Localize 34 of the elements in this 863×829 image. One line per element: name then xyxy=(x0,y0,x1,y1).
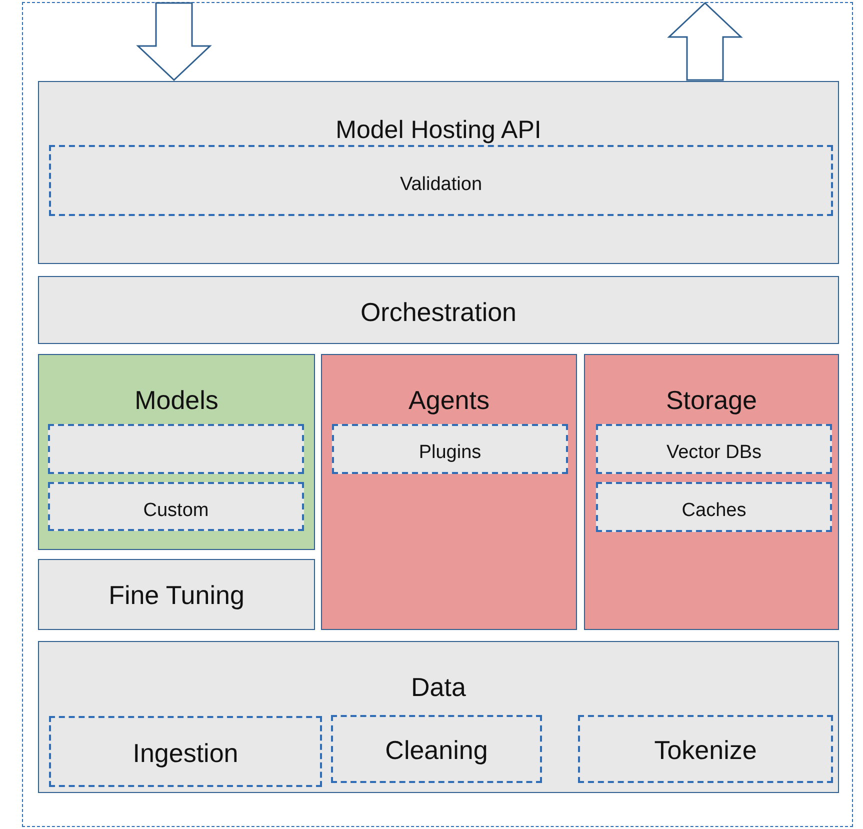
component-label: Tokenize xyxy=(654,735,757,765)
component-label: Validation xyxy=(400,173,482,196)
component-label: Custom xyxy=(143,499,209,522)
layer-panel xyxy=(38,276,839,344)
block-arrow xyxy=(136,2,212,82)
layer-panel xyxy=(38,559,315,630)
component-panel xyxy=(331,715,542,783)
outer-frame xyxy=(22,2,853,827)
component-panel xyxy=(596,482,832,532)
layer-panel xyxy=(321,354,577,630)
layer-panel xyxy=(38,641,839,793)
layer-title: Orchestration xyxy=(360,297,517,327)
component-panel xyxy=(49,716,322,787)
component-label: Vector DBs xyxy=(666,441,762,464)
component-panel xyxy=(48,482,304,531)
component-label: Caches xyxy=(682,499,746,522)
layer-title: Fine Tuning xyxy=(108,580,244,610)
component-panel xyxy=(332,424,568,474)
component-label: Plugins xyxy=(418,441,482,464)
layer-title: Storage xyxy=(666,385,758,415)
layer-title: Model Hosting API xyxy=(336,116,542,145)
component-panel xyxy=(596,424,832,474)
component-panel xyxy=(48,424,304,474)
component-label: Ingestion xyxy=(132,738,238,768)
component-panel xyxy=(578,715,833,783)
block-arrow xyxy=(667,2,743,81)
layer-title: Models xyxy=(134,385,218,415)
component-label: Cleaning xyxy=(385,735,488,765)
layer-title: Data xyxy=(411,672,466,702)
layer-panel xyxy=(584,354,839,630)
layer-panel xyxy=(38,81,839,264)
layer-title: Agents xyxy=(408,385,490,415)
component-panel xyxy=(49,145,833,216)
layer-panel xyxy=(38,354,315,550)
